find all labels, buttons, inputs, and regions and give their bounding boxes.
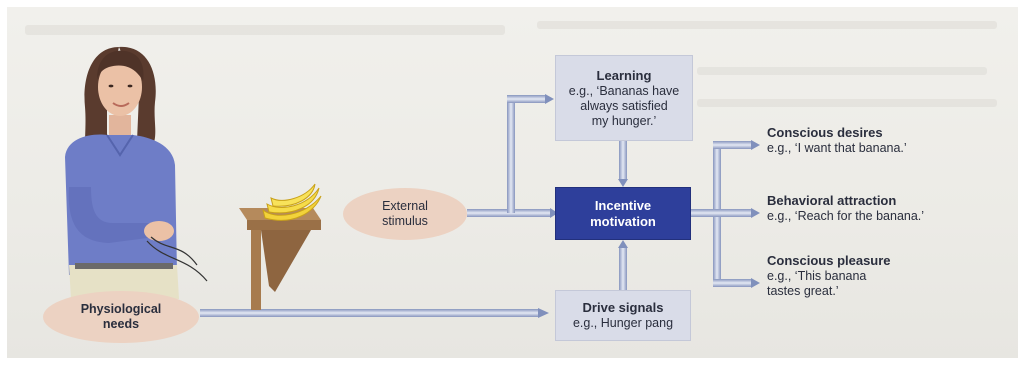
incentive-line: Incentive	[594, 197, 652, 213]
figure-page: Learning e.g., ‘Bananas have always sati…	[7, 7, 1018, 358]
outcome-behavioral-attraction: Behavioral attraction e.g., ‘Reach for t…	[767, 193, 924, 224]
outcome-title: Conscious desires	[767, 125, 883, 140]
connector-layer	[200, 94, 760, 318]
drive-signals-box: Drive signals e.g., Hunger pang	[555, 290, 691, 341]
outcome-title: Conscious pleasure	[767, 253, 891, 268]
outcome-example: e.g., ‘I want that banana.’	[767, 141, 907, 155]
arrow-to-desires	[751, 140, 760, 150]
connector-to-desires	[713, 141, 751, 149]
background-text-ghost	[697, 67, 987, 75]
arrow-to-pleasure	[751, 278, 760, 288]
physiological-line: Physiological	[80, 302, 162, 316]
learning-title: Learning	[596, 67, 652, 83]
connector-to-pleasure	[713, 279, 751, 287]
learning-example-line: e.g., ‘Bananas have	[568, 83, 680, 98]
external-stimulus-line: External	[382, 199, 428, 213]
external-stimulus-line: stimulus	[382, 214, 428, 228]
arrow-to-learning	[545, 94, 554, 104]
connector-drive-to-incentive	[619, 247, 627, 290]
background-text-ghost	[537, 21, 997, 29]
connector-needs-to-drive	[200, 309, 538, 317]
drive-example: e.g., Hunger pang	[572, 316, 674, 330]
outcome-example: e.g., ‘Reach for the banana.’	[767, 209, 925, 223]
banana-table-illustration	[239, 183, 322, 310]
physiological-needs-ellipse: Physiological needs	[43, 291, 199, 343]
outcome-example: tastes great.’	[767, 284, 839, 298]
banana-icon	[262, 183, 322, 221]
incentive-line: motivation	[590, 213, 656, 229]
learning-box: Learning e.g., ‘Bananas have always sati…	[555, 55, 693, 141]
background-text-ghost	[25, 25, 505, 35]
outcome-example: e.g., ‘This banana	[767, 269, 867, 283]
learning-example-line: my hunger.’	[591, 113, 657, 128]
connector-stimulus-to-learning-h	[507, 95, 545, 103]
outcome-conscious-pleasure: Conscious pleasure e.g., ‘This banana ta…	[767, 253, 891, 299]
arrow-learning-down	[618, 179, 628, 187]
outcome-title: Behavioral attraction	[767, 193, 897, 208]
learning-example-line: always satisfied	[580, 98, 668, 113]
arrow-to-incentive	[550, 208, 558, 218]
connector-stimulus-to-learning	[507, 95, 515, 213]
external-stimulus-ellipse: External stimulus	[343, 188, 467, 240]
arrow-to-attraction	[751, 208, 760, 218]
incentive-motivation-box: Incentive motivation	[555, 187, 691, 240]
woman-illustration	[65, 46, 208, 299]
physiological-line: needs	[102, 317, 140, 331]
connector-to-attraction	[713, 209, 751, 217]
connector-learning-to-incentive	[619, 141, 627, 179]
arrow-drive-up	[618, 240, 628, 248]
outcome-conscious-desires: Conscious desires e.g., ‘I want that ban…	[767, 125, 907, 156]
connector-incentive-out	[690, 209, 718, 217]
background-text-ghost	[697, 99, 997, 107]
drive-title: Drive signals	[582, 300, 664, 315]
arrow-to-drive	[538, 308, 549, 318]
